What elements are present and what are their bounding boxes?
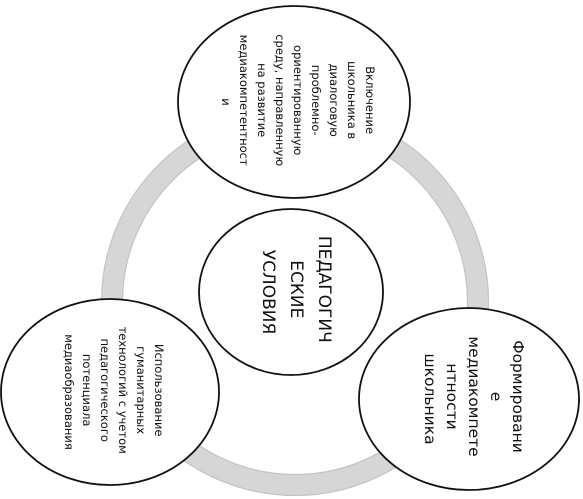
node-top: Включение школьника в диалоговую проблем… xyxy=(177,5,411,199)
node-top-label: Включение школьника в диалоговую проблем… xyxy=(219,34,377,170)
node-right: Формировани е медиакомпете нтности школь… xyxy=(358,307,580,491)
node-left-label: Использование гуманитарных технологий с … xyxy=(62,327,166,458)
node-center-label: ПЕДАГОГИЧ ЕСКИЕ УСЛОВИЯ xyxy=(258,236,334,348)
node-left: Использование гуманитарных технологий с … xyxy=(0,298,220,486)
node-right-label: Формировани е медиакомпете нтности школь… xyxy=(421,336,527,461)
node-center: ПЕДАГОГИЧ ЕСКИЕ УСЛОВИЯ xyxy=(198,208,384,376)
